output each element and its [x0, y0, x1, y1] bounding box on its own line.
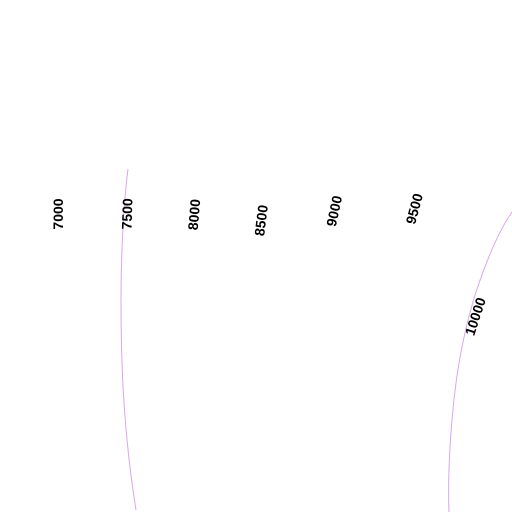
contour-label-9000: 9000	[323, 194, 345, 228]
contour-label-10000: 10000	[462, 295, 489, 337]
contour-label-9500: 9500	[402, 191, 426, 225]
contour-label-7000: 7000	[50, 198, 66, 229]
contour-label-7500: 7500	[118, 198, 135, 230]
contour-label-8000: 8000	[185, 198, 204, 231]
contour-line-10000	[448, 211, 512, 513]
contour-label-8500: 8500	[251, 204, 271, 237]
contour-line-7500	[120, 168, 137, 511]
